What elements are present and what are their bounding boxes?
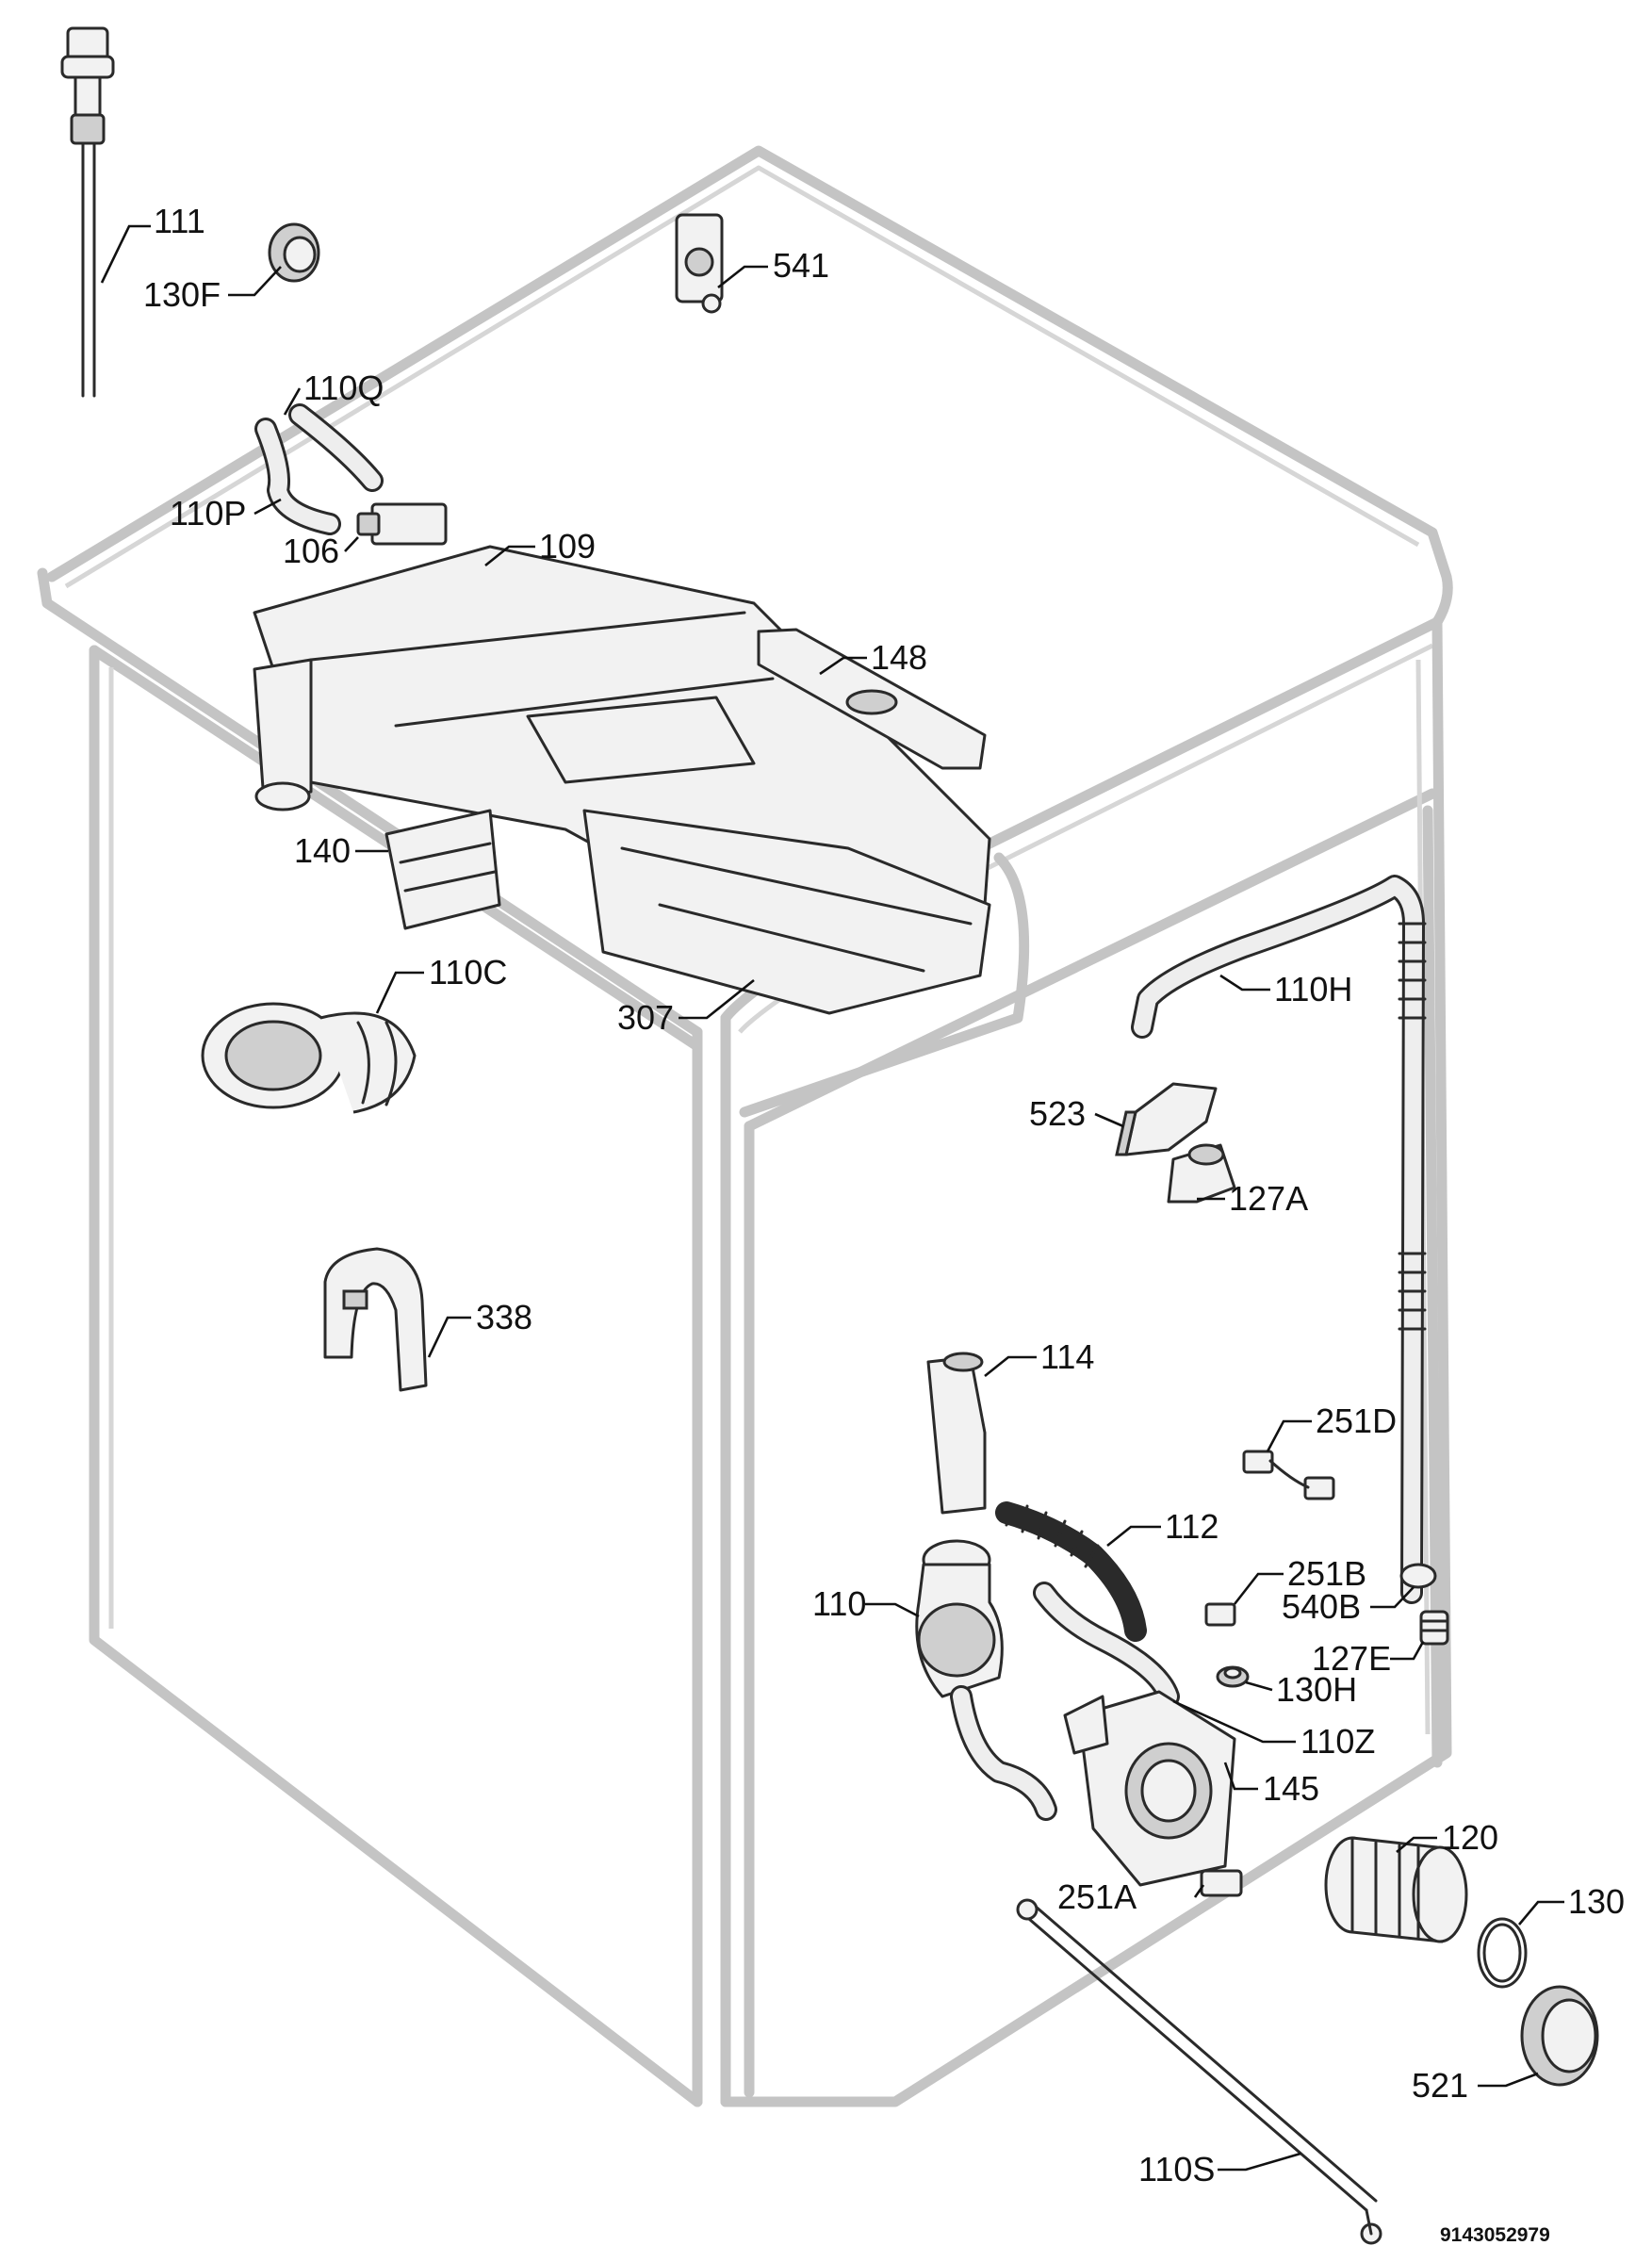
label-540B: 540B [1282, 1587, 1361, 1626]
label-127A: 127A [1229, 1179, 1308, 1218]
part-251B-connector[interactable] [1204, 1602, 1236, 1627]
part-110C-bellows[interactable] [201, 1002, 417, 1114]
part-541-bracket[interactable] [675, 213, 724, 314]
label-112: 112 [1165, 1507, 1219, 1546]
part-110Q-hose[interactable] [288, 403, 384, 492]
label-140: 140 [294, 831, 351, 870]
part-540B-clamp[interactable] [1399, 1563, 1437, 1589]
part-130H-grommet[interactable] [1216, 1665, 1250, 1688]
label-110Q: 110Q [303, 369, 384, 407]
label-110C: 110C [429, 953, 507, 992]
label-120: 120 [1442, 1818, 1498, 1857]
label-106: 106 [283, 532, 339, 570]
label-130F: 130F [143, 275, 221, 314]
part-251D-wiring[interactable] [1242, 1450, 1335, 1500]
label-130H: 130H [1276, 1670, 1357, 1709]
label-110S: 110S [1138, 2150, 1215, 2188]
part-110Z-hose[interactable] [1033, 1582, 1180, 1708]
part-111-inlet-hose[interactable] [60, 26, 115, 398]
label-110H: 110H [1274, 970, 1352, 1008]
label-111: 111 [154, 202, 205, 240]
label-110: 110 [812, 1584, 866, 1623]
label-114: 114 [1040, 1337, 1094, 1376]
part-106-valve[interactable] [356, 502, 448, 546]
part-523-clip[interactable] [1115, 1082, 1218, 1156]
label-523: 523 [1029, 1094, 1086, 1133]
drawing-number: 9143052979 [1440, 2224, 1550, 2246]
part-120-filter[interactable] [1324, 1836, 1468, 1943]
part-labels: 111 130F 541 110Q 110P 106 109 148 140 1… [143, 202, 1625, 2246]
part-110H-drain-hose[interactable] [1131, 875, 1427, 1604]
part-148-drawer-handle[interactable] [757, 628, 987, 770]
leader-lines [100, 224, 1564, 2172]
label-251A: 251A [1057, 1877, 1137, 1916]
label-145: 145 [1263, 1769, 1319, 1808]
label-130: 130 [1568, 1882, 1625, 1921]
part-110P-hose[interactable] [254, 418, 341, 535]
label-307: 307 [617, 998, 674, 1037]
part-130F-plug[interactable] [268, 222, 320, 283]
label-521: 521 [1412, 2066, 1468, 2105]
part-127A-cover[interactable] [1167, 1143, 1236, 1204]
part-338-hose-guide[interactable] [323, 1247, 428, 1392]
part-307-drawer[interactable] [582, 809, 991, 1015]
cabinet-outline [37, 145, 1453, 2107]
label-338: 338 [476, 1298, 532, 1336]
label-251D: 251D [1316, 1401, 1397, 1440]
label-251B: 251B [1287, 1554, 1366, 1593]
label-541: 541 [773, 246, 829, 285]
label-127E: 127E [1312, 1639, 1391, 1678]
part-521-filter-cap[interactable] [1520, 1985, 1599, 2087]
part-110-sump-hose[interactable] [915, 1539, 1057, 1821]
part-140-flap[interactable] [384, 809, 501, 930]
label-148: 148 [871, 638, 927, 677]
part-130-o-ring[interactable] [1477, 1917, 1528, 1989]
part-110S-drain-tube[interactable] [1016, 1898, 1382, 2245]
part-114-pipe[interactable] [926, 1352, 987, 1515]
part-251A-connector[interactable] [1200, 1869, 1243, 1897]
part-112-corrugated-hose[interactable] [995, 1501, 1147, 1642]
part-127E-spring[interactable] [1419, 1610, 1449, 1646]
label-110Z: 110Z [1300, 1722, 1375, 1761]
part-145-pump-housing[interactable] [1063, 1690, 1236, 1887]
label-109: 109 [539, 527, 596, 566]
label-110P: 110P [170, 494, 246, 533]
